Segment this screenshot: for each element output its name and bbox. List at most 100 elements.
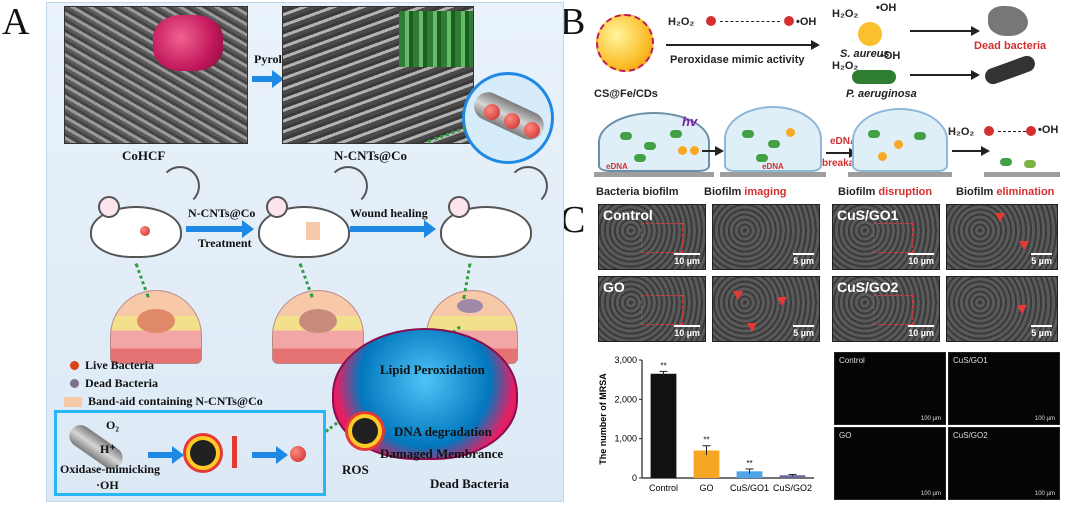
zoom-region [873,295,913,325]
sem-image-ncnts-co [282,6,474,144]
sem-cusgo2-low: CuS/GO2 10 µm [832,276,940,342]
label-h2o2-paeruginosa: H₂O₂ [832,60,859,72]
nanozyme-particle-icon [690,146,699,155]
co-particle-icon [504,113,520,129]
nanozyme-illustration [596,14,654,72]
p-aeruginosa-cell-icon [852,70,896,84]
mechanism-box [54,410,326,496]
x-tick-label: Control [649,483,678,493]
label-edna-1: eDNA [606,162,628,171]
bar-cus-go2 [779,475,806,478]
mouse-treated [258,196,350,258]
label-o2: O₂ [106,418,119,432]
label-hv: hv [682,114,698,129]
reaction-arrow [720,21,780,22]
mouse-healed [440,196,532,258]
label-oh-radical: ·OH [96,478,119,492]
skin-section-infected [110,290,202,364]
legend-bandaid: Band-aid containing N-CNTs@Co [64,394,263,409]
marker-arrow-icon [747,323,757,332]
wound-icon [137,309,175,333]
bandaid-icon [64,396,82,407]
flower-photo [153,15,223,71]
label-treatment: Treatment [198,236,252,250]
label-edna-breakage: eDNA [830,136,858,147]
increase-arrow-icon [232,436,237,468]
y-axis-label: The number of MRSA [598,373,608,465]
biofilm-substrate [984,172,1060,177]
label-nanozyme: CS@Fe/CDs [594,88,658,100]
wound-icon [457,299,483,313]
mechanism-arrow [148,446,184,464]
nanozyme-particle-icon [678,146,687,155]
healing-arrow [350,220,436,238]
zoom-region [641,223,683,253]
oh-radical-icon [784,16,794,26]
biofilm-stage-1 [598,112,710,172]
label-ros: ROS [342,462,369,477]
label-oxidase-mimicking: Oxidase-mimicking [60,462,161,476]
label-h2o2-elimination: H₂O₂ [948,126,975,138]
mouse-infected [90,196,182,258]
sem-image-cohcf [64,6,248,144]
pyrolysis-arrow [252,70,284,88]
label-cohcf: CoHCF [122,148,166,163]
label-breakage: breakage [822,158,866,169]
y-tick-label: 0 [632,473,637,483]
mouse-tail [160,166,200,206]
ros-burst-icon [352,418,378,444]
label-wound-healing: Wound healing [350,206,428,220]
wound-icon [299,309,337,333]
reaction-arrow [998,131,1026,132]
co-particle-icon [484,104,500,120]
label-p-aeruginosa: P. aeruginosa [846,88,917,100]
label-oh-saureus: •OH [876,2,897,14]
kill-arrow [910,26,980,36]
sem-cusgo1-high: 5 µm [946,204,1058,270]
sem-control-low: Control 10 µm [598,204,706,270]
dead-s-aureus-icon [988,6,1028,36]
stage-arrow [826,148,858,158]
x-tick-label: GO [699,483,713,493]
activity-arrow [666,40,820,50]
y-tick-label: 3,000 [614,355,637,365]
dead-p-aeruginosa-icon [982,53,1038,87]
marker-arrow-icon [733,291,743,300]
sem-cusgo2-high: 5 µm [946,276,1058,342]
marker-arrow-icon [995,213,1005,222]
zoom-region [873,223,913,253]
mechanism-arrow [252,446,288,464]
panel-label-a: A [2,1,30,43]
skin-section-treated [272,290,364,364]
biofilm-stage-3 [852,108,948,172]
live-bacteria-icon [70,361,79,370]
label-stage-imaging: Biofilm imaging [704,186,787,198]
bandaid-icon [306,222,320,240]
infection-site-icon [140,226,150,236]
label-oh: •OH [796,16,817,28]
biofilm-stage-2 [724,106,822,172]
label-s-aureus: S. aureus [840,48,890,60]
dead-bacteria-icon [70,379,79,388]
significance-label: ** [660,361,666,370]
sem-go-low: GO 10 µm [598,276,706,342]
h2o2-molecule-icon [706,16,716,26]
x-tick-label: CuS/GO1 [730,483,769,493]
label-dead-bacteria: Dead Bacteria [430,476,510,491]
kill-arrow [910,70,980,80]
label-oh-elimination: •OH [1038,124,1059,136]
mouse-tail [328,166,368,206]
sem-control-high: 5 µm [712,204,820,270]
sem-go-high: 5 µm [712,276,820,342]
y-tick-label: 2,000 [614,394,637,404]
label-h2o2-saureus: H₂O₂ [832,8,859,20]
h2o2-molecule-icon [984,126,994,136]
label-dna-degradation: DNA degradation [394,424,492,439]
biofilm-substrate [720,172,826,177]
label-h2o2: H₂O₂ [668,16,695,28]
